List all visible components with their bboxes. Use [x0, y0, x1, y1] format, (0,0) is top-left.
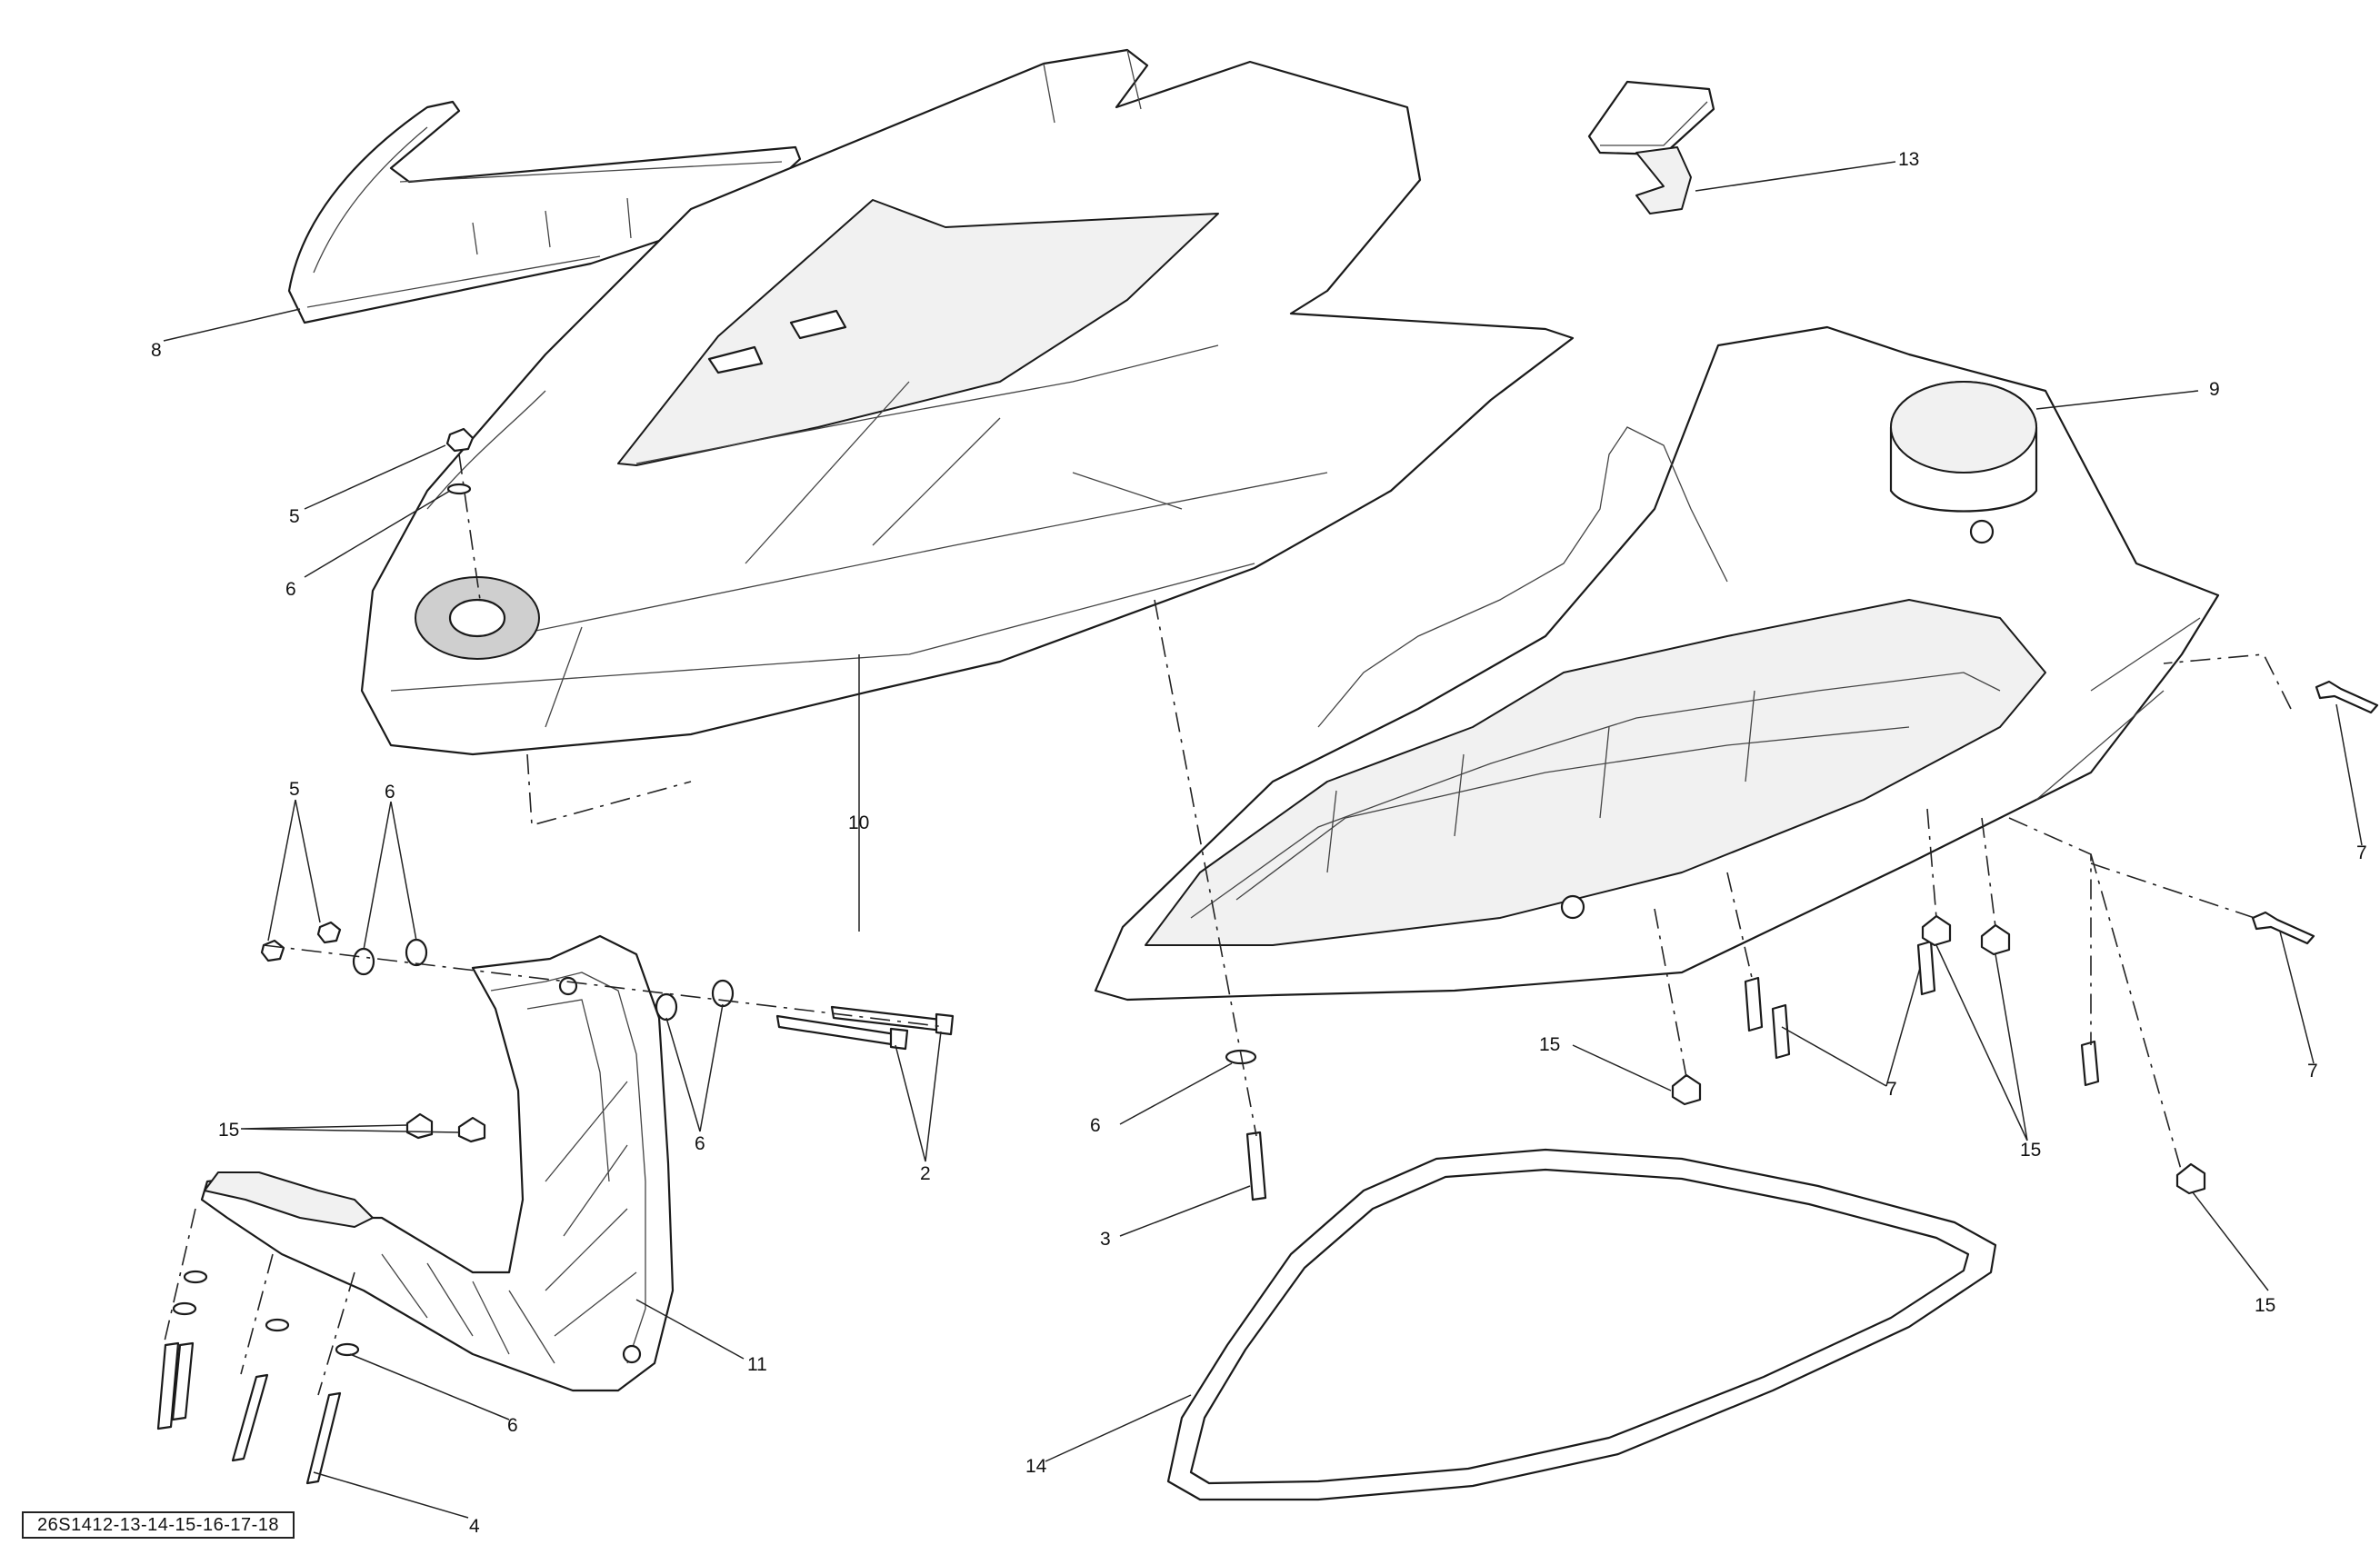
callout-6: 6: [1090, 1115, 1101, 1136]
screw-7-a: [2315, 680, 2379, 714]
part-11-bracket: [200, 934, 675, 1392]
part-14-seal: [1166, 1148, 1997, 1501]
nut-5-upper: [445, 427, 475, 453]
diagram-reference-code: 26S1412-13-14-15-16-17-18: [22, 1511, 295, 1539]
callout-4: 4: [469, 1516, 480, 1537]
callout-6: 6: [285, 579, 296, 600]
callout-7: 7: [2307, 1061, 2318, 1082]
part-13-latch: [1587, 80, 1715, 214]
callout-15: 15: [1539, 1034, 1560, 1055]
screw-3: [1245, 1131, 1267, 1201]
bumper-15-a: [405, 1112, 434, 1140]
washer-6-d: [711, 979, 735, 1008]
part-8-trim-strip: [287, 100, 802, 324]
callout-8: 8: [151, 340, 162, 361]
bumper-15-d: [1980, 923, 2011, 956]
bumper-15-f: [2175, 1162, 2206, 1195]
washer-6-a: [352, 947, 375, 976]
screw-lower-b: [171, 1341, 195, 1421]
washer-6-c: [655, 992, 678, 1022]
callout-15: 15: [2020, 1140, 2041, 1161]
callout-6: 6: [507, 1415, 518, 1436]
bumper-15-e: [1671, 1073, 1702, 1106]
callout-15: 15: [2255, 1295, 2275, 1316]
screw-7-c: [1744, 976, 1764, 1032]
washer-6-b: [405, 938, 428, 967]
screw-7-e: [1916, 940, 1936, 996]
callout-5: 5: [289, 779, 300, 800]
callout-labels: 8 5 6 10 5 6 15 6 2 11 6 4 6 3 14 15 7 1…: [151, 149, 2367, 1537]
callout-5: 5: [289, 506, 300, 527]
callout-2: 2: [920, 1163, 931, 1184]
callout-7: 7: [2356, 842, 2367, 863]
leader-lines: [163, 161, 2363, 1519]
bumper-15-c: [1921, 914, 1952, 947]
nut-5-b: [316, 921, 342, 944]
callout-11: 11: [747, 1354, 767, 1375]
screw-4: [305, 1391, 342, 1485]
screw-lower-a: [156, 1341, 180, 1430]
screw-7-d: [1771, 1003, 1791, 1060]
callout-7: 7: [1886, 1079, 1897, 1100]
hardware-group: [156, 427, 2379, 1485]
bumper-15-b: [457, 1116, 486, 1143]
part-9-storage-housing: [1094, 325, 2220, 1002]
washer-6-upper: [446, 483, 472, 495]
callout-14: 14: [1025, 1456, 1047, 1477]
callout-15: 15: [218, 1120, 239, 1141]
screw-lower-c: [231, 1373, 269, 1462]
callout-3: 3: [1100, 1229, 1111, 1250]
callout-10: 10: [848, 812, 869, 833]
assembly-lines: [163, 454, 2292, 1396]
callout-9: 9: [2209, 379, 2220, 400]
nut-5-a: [260, 939, 285, 962]
screw-7-b: [2251, 911, 2315, 945]
callout-6: 6: [385, 782, 395, 802]
part-10-upper-cover: [360, 48, 1575, 756]
screw-7-f: [2080, 1040, 2100, 1087]
callout-6: 6: [695, 1133, 705, 1154]
callout-13: 13: [1898, 149, 1919, 170]
